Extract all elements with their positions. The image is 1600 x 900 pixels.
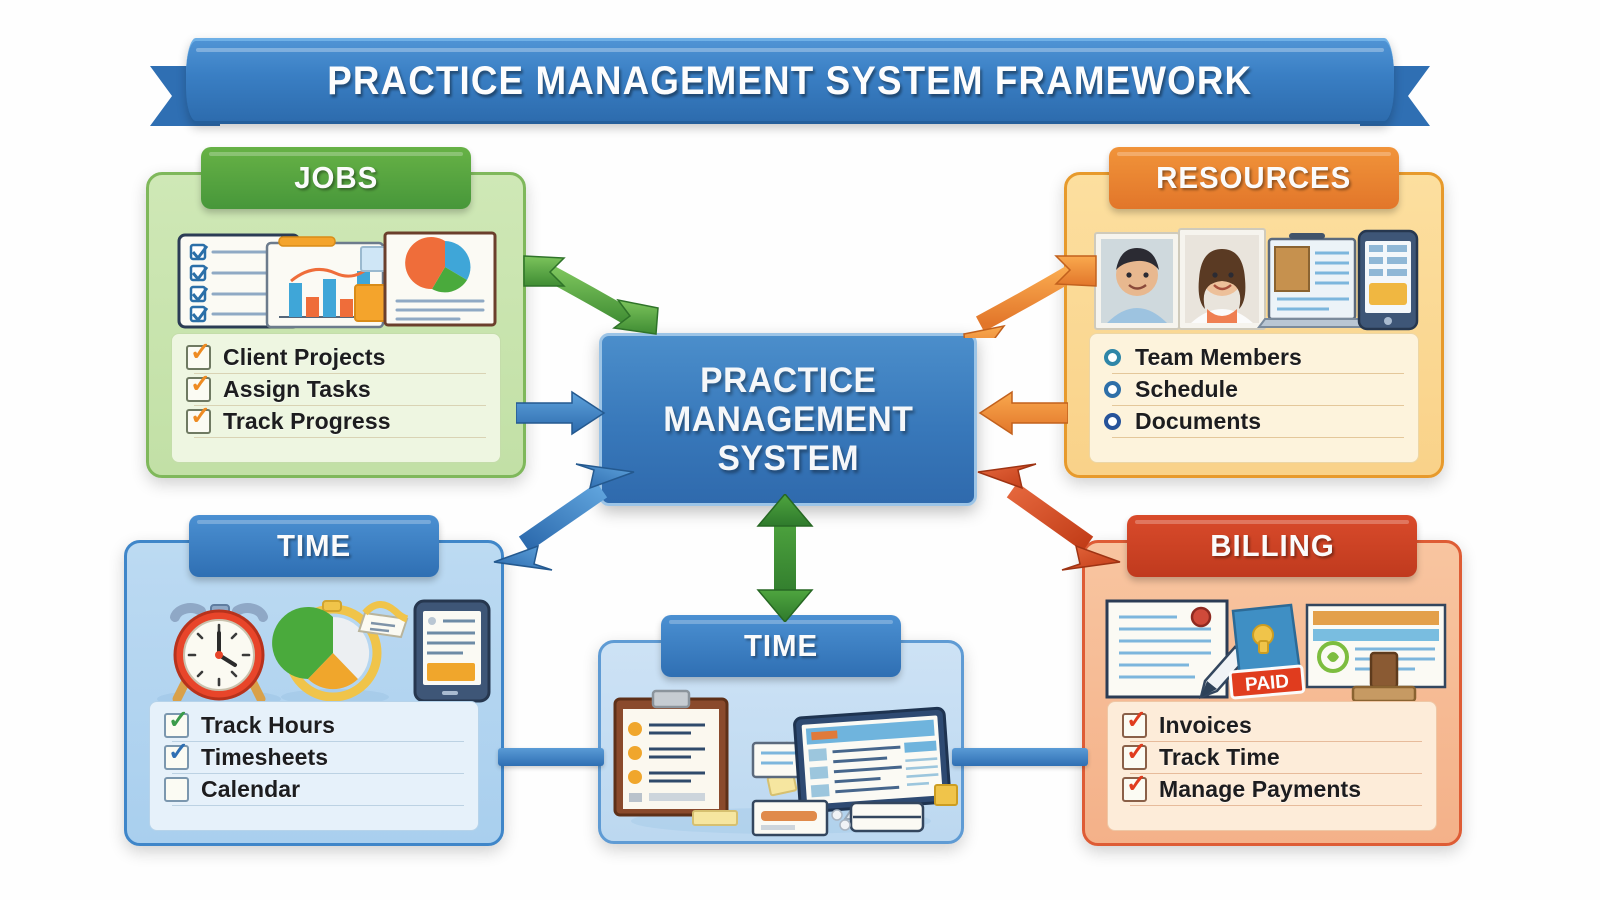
hub-title-line-1: PRACTICE [699,360,877,400]
connector-time-left-to-time-center [498,748,604,766]
list-item-label: Timesheets [201,744,329,770]
row-divider [1112,436,1404,438]
arrow-resources-hub-straight [978,390,1068,436]
page-title: PRACTICE MANAGEMENT SYSTEM FRAMEWORK [327,58,1253,103]
arrow-resources-hub-curved [963,255,1097,338]
arrow-hub-billing [977,463,1121,571]
list-item-label: Client Projects [223,344,386,370]
list-item[interactable]: Calendar [150,774,478,806]
checkbox-icon[interactable]: ✓ [1122,772,1147,802]
card-billing-list: ✓ Invoices ✓ Track Time ✓ Manage Payment… [1107,701,1437,831]
checkbox-icon[interactable] [164,777,189,802]
card-time-center[interactable]: TIME [598,615,964,844]
row-divider [1130,804,1422,806]
row-divider [194,436,486,438]
card-resources-list: Team Members Schedule Documents [1089,333,1419,463]
connector-time-center-to-billing [952,748,1088,766]
list-item-label: Assign Tasks [223,376,371,402]
checkbox-icon[interactable]: ✓ [164,740,189,770]
card-time-center-header: TIME [661,615,901,677]
list-item[interactable]: ✓ Assign Tasks [172,372,500,406]
card-time-left[interactable]: TIME [124,515,504,846]
list-item-label: Track Time [1159,744,1280,770]
ribbon-body: PRACTICE MANAGEMENT SYSTEM FRAMEWORK [186,38,1394,124]
row-divider [1130,740,1422,742]
list-item[interactable]: ✓ Manage Payments [1108,772,1436,806]
list-item-label: Team Members [1135,344,1302,370]
card-jobs-title: JOBS [293,160,378,195]
row-divider [172,804,464,806]
card-jobs-header: JOBS [201,147,471,209]
bullet-icon [1104,413,1121,430]
list-item[interactable]: Schedule [1090,374,1418,406]
card-resources[interactable]: RESOURCES [1064,147,1444,478]
card-billing-illustration: PAID [1085,591,1459,711]
card-resources-illustration [1067,223,1441,343]
bullet-icon [1104,349,1121,366]
arrow-jobs-hub-curved [523,255,659,335]
list-item-label: Calendar [201,776,301,802]
list-item[interactable]: ✓ Invoices [1108,708,1436,742]
row-divider [194,404,486,406]
card-resources-title: RESOURCES [1156,160,1352,195]
card-resources-header: RESOURCES [1109,147,1399,209]
list-item[interactable]: ✓ Track Hours [150,708,478,742]
checkbox-icon[interactable]: ✓ [1122,740,1147,770]
checkbox-icon[interactable]: ✓ [186,340,211,370]
arrow-time-left-hub [493,463,635,571]
hub-title-line-3: SYSTEM [717,439,859,479]
list-item[interactable]: Team Members [1090,342,1418,374]
checkbox-icon[interactable]: ✓ [186,372,211,402]
list-item[interactable]: ✓ Timesheets [150,740,478,774]
row-divider [172,772,464,774]
list-item-label: Manage Payments [1159,776,1362,802]
card-time-center-title: TIME [743,628,819,663]
card-billing-header: BILLING [1127,515,1417,577]
checkbox-icon[interactable]: ✓ [164,708,189,738]
arrow-jobs-hub-straight [516,390,606,436]
card-time-left-illustration [127,587,501,708]
arrow-hub-time-center [756,494,814,622]
list-item[interactable]: ✓ Client Projects [172,340,500,374]
row-divider [1130,772,1422,774]
card-time-left-title: TIME [276,528,352,563]
list-item[interactable]: Documents [1090,406,1418,438]
list-item-label: Track Hours [201,712,336,738]
list-item-label: Track Progress [223,408,391,434]
row-divider [172,740,464,742]
row-divider [1112,404,1404,406]
list-item-label: Schedule [1135,376,1239,402]
card-jobs-illustration [149,221,523,341]
list-item[interactable]: ✓ Track Time [1108,740,1436,774]
card-time-left-header: TIME [189,515,439,577]
central-hub[interactable]: PRACTICE MANAGEMENT SYSTEM [599,333,977,506]
paid-stamp-label: PAID [1244,671,1290,696]
row-divider [194,372,486,374]
checkbox-icon[interactable]: ✓ [1122,708,1147,738]
hub-title: PRACTICE MANAGEMENT SYSTEM [663,361,913,479]
hub-title-line-2: MANAGEMENT [662,399,914,439]
checkbox-icon[interactable]: ✓ [186,404,211,434]
card-billing-title: BILLING [1209,528,1335,563]
bullet-icon [1104,381,1121,398]
list-item[interactable]: ✓ Track Progress [172,404,500,438]
list-item-label: Documents [1135,408,1262,434]
row-divider [1112,372,1404,374]
banner-ribbon: PRACTICE MANAGEMENT SYSTEM FRAMEWORK [150,26,1430,126]
card-billing[interactable]: BILLING [1082,515,1462,846]
card-jobs-list: ✓ Client Projects ✓ Assign Tasks ✓ Track… [171,333,501,463]
card-time-left-list: ✓ Track Hours ✓ Timesheets Calendar [149,701,479,831]
card-jobs[interactable]: JOBS [146,147,526,478]
card-time-center-illustration [601,685,961,837]
list-item-label: Invoices [1159,712,1252,738]
